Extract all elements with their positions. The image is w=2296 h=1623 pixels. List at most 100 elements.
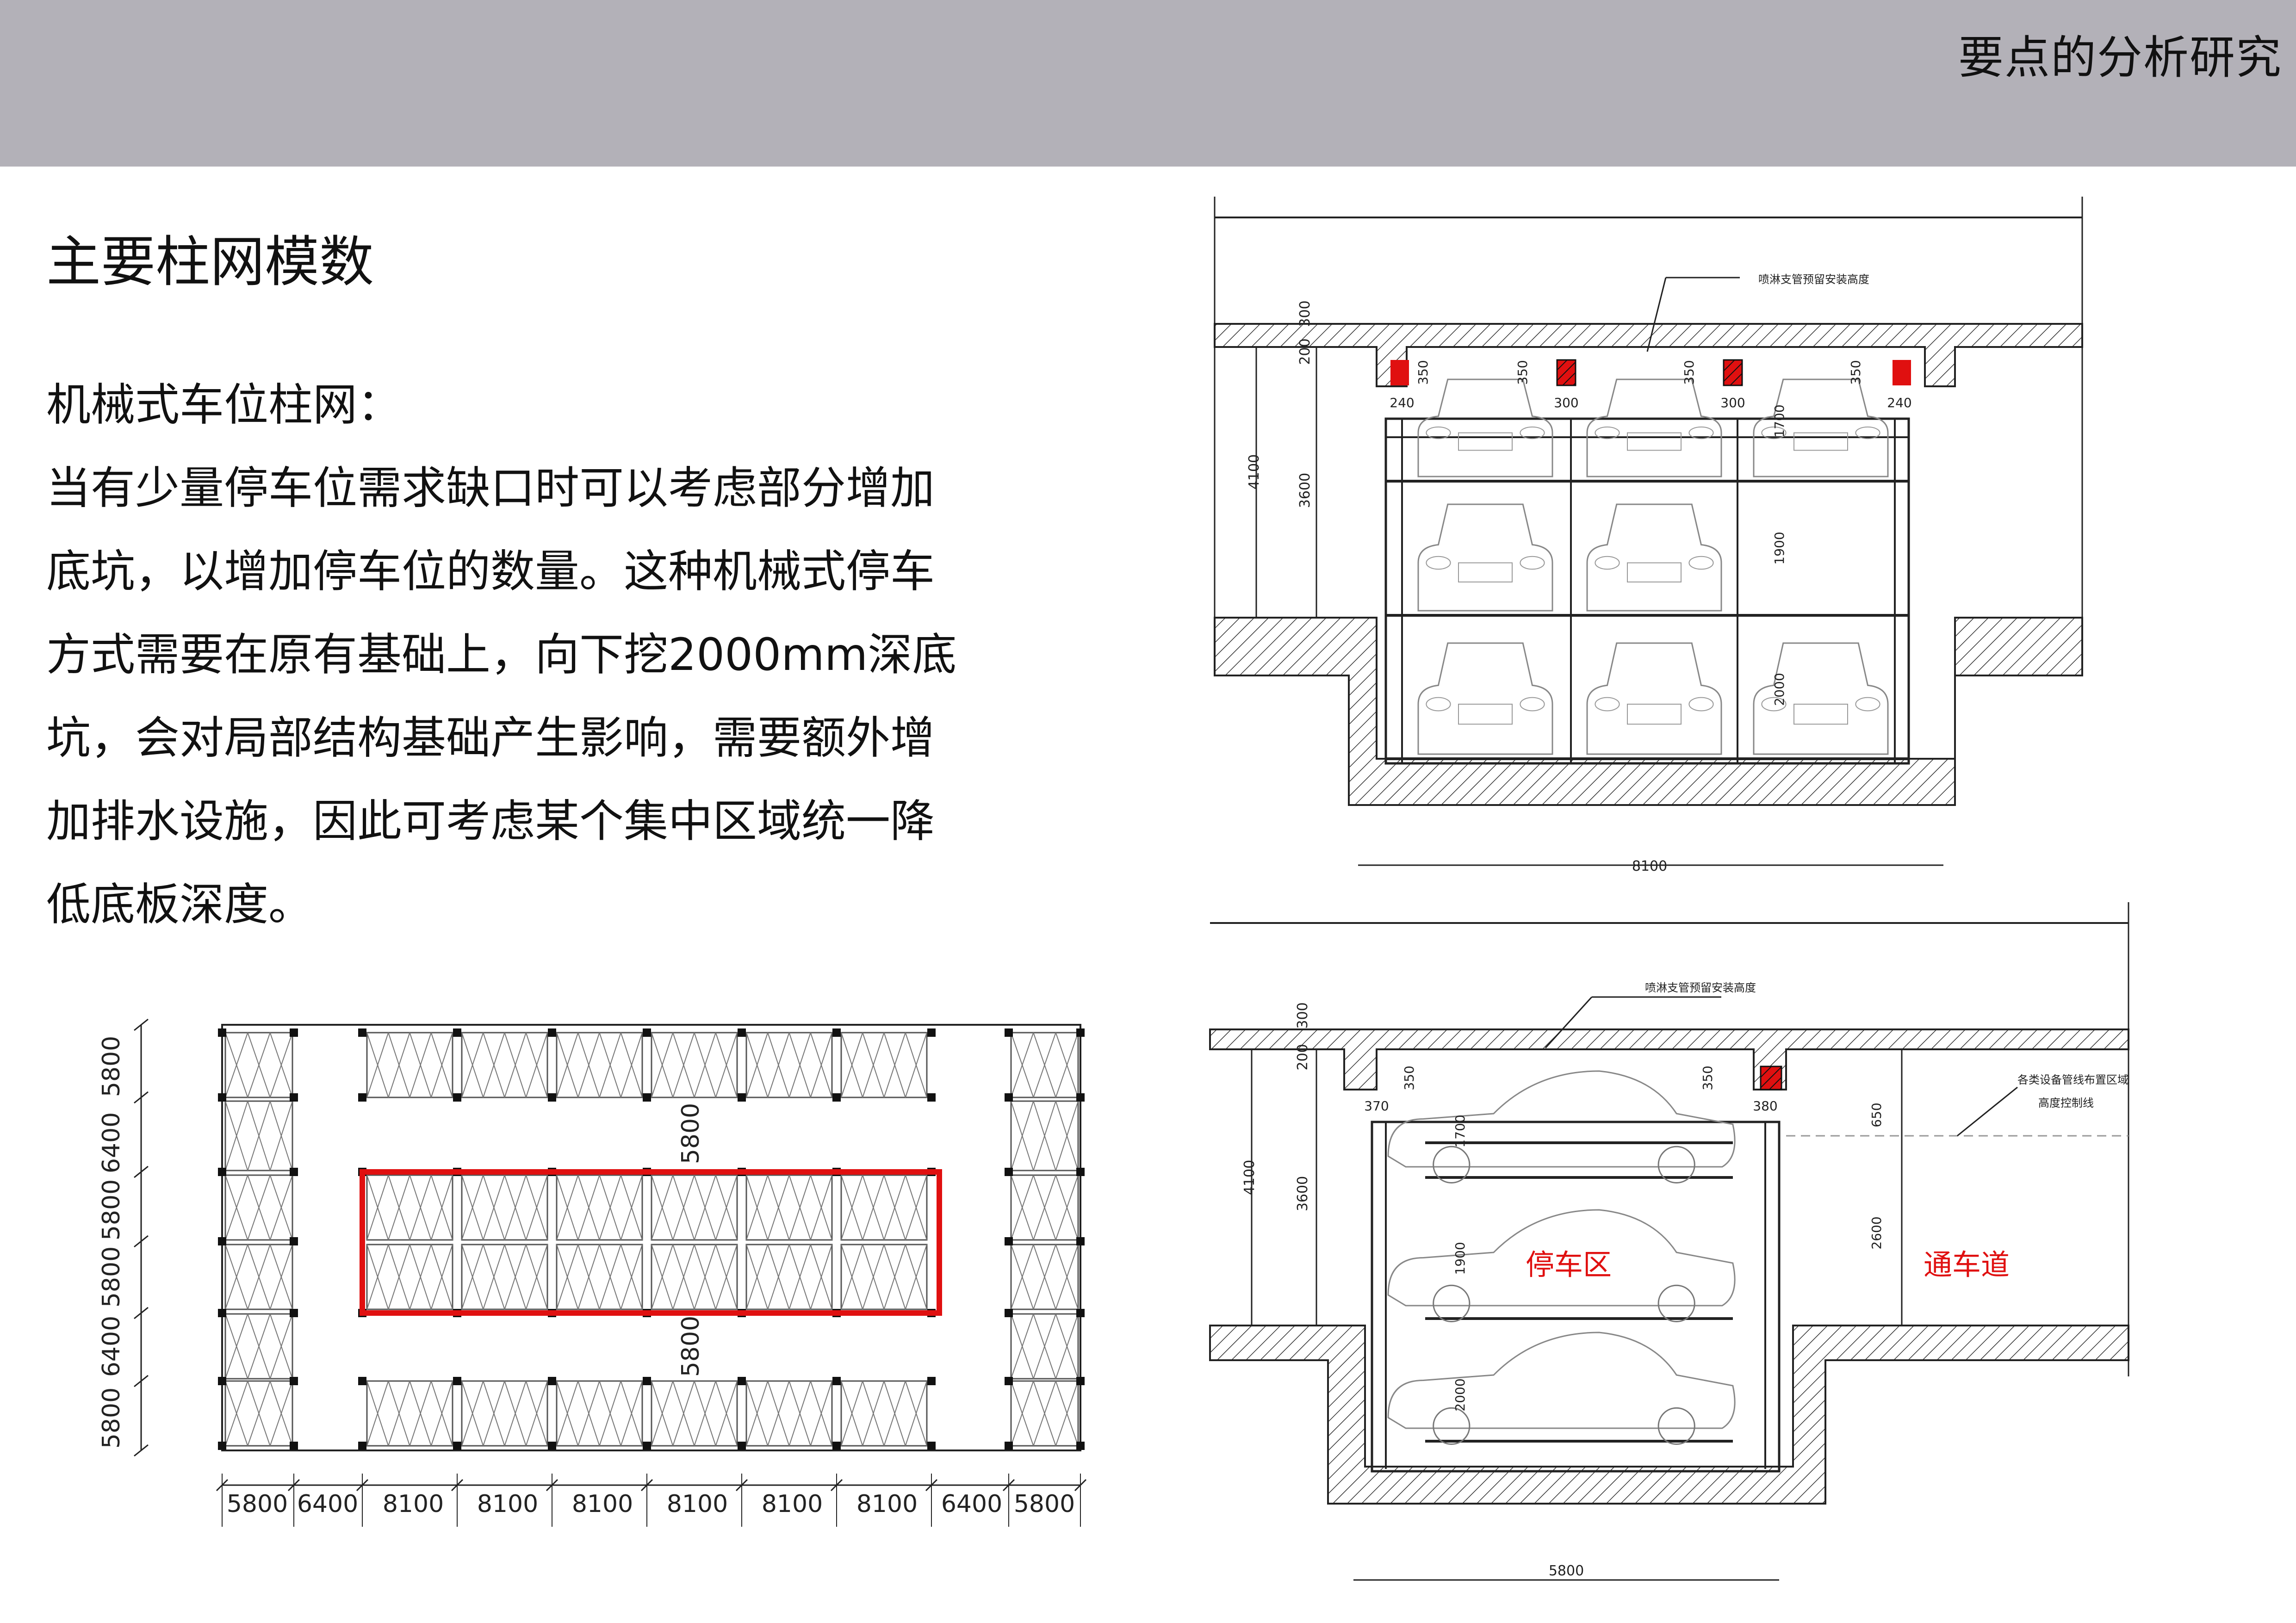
sprinkler-marker (1390, 360, 1409, 385)
bay-brace (388, 1175, 410, 1240)
plan-column (832, 1377, 841, 1385)
bay-brace (767, 1175, 790, 1240)
bay-brace (788, 1032, 811, 1098)
bay-brace (556, 1175, 579, 1240)
bay-brace (461, 1381, 484, 1446)
plan-dim-tick (134, 1091, 149, 1104)
bay-brace (247, 1101, 271, 1171)
bay-brace (430, 1032, 453, 1098)
bay-brace (651, 1244, 674, 1310)
description-paragraph: 机械式车位柱网： 当有少量停车位需求缺口时可以考虑部分增加 底坑，以增加停车位的… (46, 363, 1009, 946)
sprinkler-marker (1893, 360, 1911, 385)
parking-bay (840, 1032, 928, 1098)
bay-brace (862, 1175, 885, 1240)
car-headlight (1688, 426, 1714, 440)
bay-brace (1033, 1313, 1056, 1379)
parking-bay (461, 1032, 548, 1098)
plan-bottom-dim: 5800 (1014, 1490, 1075, 1518)
bay-brace (504, 1244, 527, 1310)
car-side (1387, 1209, 1736, 1322)
parking-bay (840, 1380, 928, 1447)
bay-brace (556, 1244, 579, 1310)
bay-brace (483, 1175, 505, 1240)
plan-column (927, 1093, 936, 1102)
bay-brace (247, 1313, 271, 1379)
car-headlight (1761, 426, 1787, 440)
bay-brace (620, 1381, 643, 1446)
car-headlight (1855, 426, 1880, 440)
bay-brace (225, 1032, 248, 1098)
section-dim: 4100 (1246, 454, 1262, 489)
plan-column (218, 1309, 226, 1317)
bay-brace (672, 1381, 695, 1446)
bay-brace (841, 1244, 863, 1310)
bay-brace (461, 1244, 484, 1310)
section-dim: 3600 (1297, 473, 1313, 508)
parking-bay (1010, 1244, 1079, 1310)
section-dim: 1700 (1452, 1115, 1468, 1147)
bay-brace (269, 1032, 293, 1098)
car-front (1753, 378, 1889, 477)
bay-brace (461, 1175, 484, 1240)
plan-center-dim: 5800 (677, 1316, 705, 1377)
bay-brace (694, 1175, 716, 1240)
bay-brace (746, 1032, 769, 1098)
car-body (1753, 378, 1889, 477)
parking-bay (366, 1032, 453, 1098)
section-dim: 350 (1415, 360, 1431, 384)
car-wheel (1433, 1284, 1471, 1322)
section-dim: 300 (1554, 395, 1578, 410)
plan-column (1076, 1168, 1085, 1176)
bay-brace (883, 1175, 906, 1240)
section-dim: 650 (1869, 1103, 1884, 1127)
bay-brace (409, 1175, 432, 1240)
bay-brace (366, 1175, 389, 1240)
plan-column (290, 1309, 298, 1317)
plan-column (290, 1237, 298, 1245)
bay-brace (409, 1381, 432, 1446)
section-bottom-dim: 8100 (1632, 858, 1667, 874)
bay-brace (810, 1175, 832, 1240)
car-headlight (1761, 697, 1787, 712)
bay-brace (715, 1032, 738, 1098)
bay-brace (483, 1032, 505, 1098)
bay-brace (1011, 1101, 1034, 1171)
plan-column (832, 1093, 841, 1102)
section-dim: 300 (1297, 300, 1313, 327)
section-dim: 1900 (1452, 1242, 1468, 1275)
plan-column (643, 1442, 651, 1450)
plan-bottom-dim: 5800 (227, 1490, 288, 1518)
bay-brace (247, 1381, 271, 1446)
plan-column (643, 1093, 651, 1102)
plan-center-dim: 5800 (677, 1103, 705, 1164)
section-sedans (1387, 1070, 1736, 1445)
paragraph-line: 底坑，以增加停车位的数量。这种机械式停车 (46, 545, 935, 597)
plan-column (1076, 1377, 1085, 1385)
car-wheel (1433, 1407, 1471, 1445)
plan-column (218, 1442, 226, 1450)
section-dim: 240 (1390, 395, 1414, 410)
section-dim: 240 (1887, 395, 1911, 410)
bay-brace (430, 1244, 453, 1310)
plan-column (738, 1377, 746, 1385)
bay-brace (225, 1313, 248, 1379)
plan-column (358, 1093, 366, 1102)
bay-brace (366, 1244, 389, 1310)
plan-column (218, 1028, 226, 1037)
car-body (1417, 378, 1553, 477)
plan-column (290, 1377, 298, 1385)
sprinkler-marker (1723, 359, 1743, 386)
car-grille (1793, 704, 1848, 725)
bay-brace (599, 1381, 621, 1446)
plan-dim-tick (134, 1018, 149, 1031)
car-headlight (1688, 556, 1714, 570)
bay-brace (409, 1032, 432, 1098)
bay-brace (388, 1381, 410, 1446)
car-side (1387, 1070, 1736, 1183)
plan-column (832, 1028, 841, 1037)
bay-brace (599, 1032, 621, 1098)
plan-column (358, 1377, 366, 1385)
plan-column (1005, 1442, 1013, 1450)
bay-brace (483, 1381, 505, 1446)
plan-column (927, 1377, 936, 1385)
